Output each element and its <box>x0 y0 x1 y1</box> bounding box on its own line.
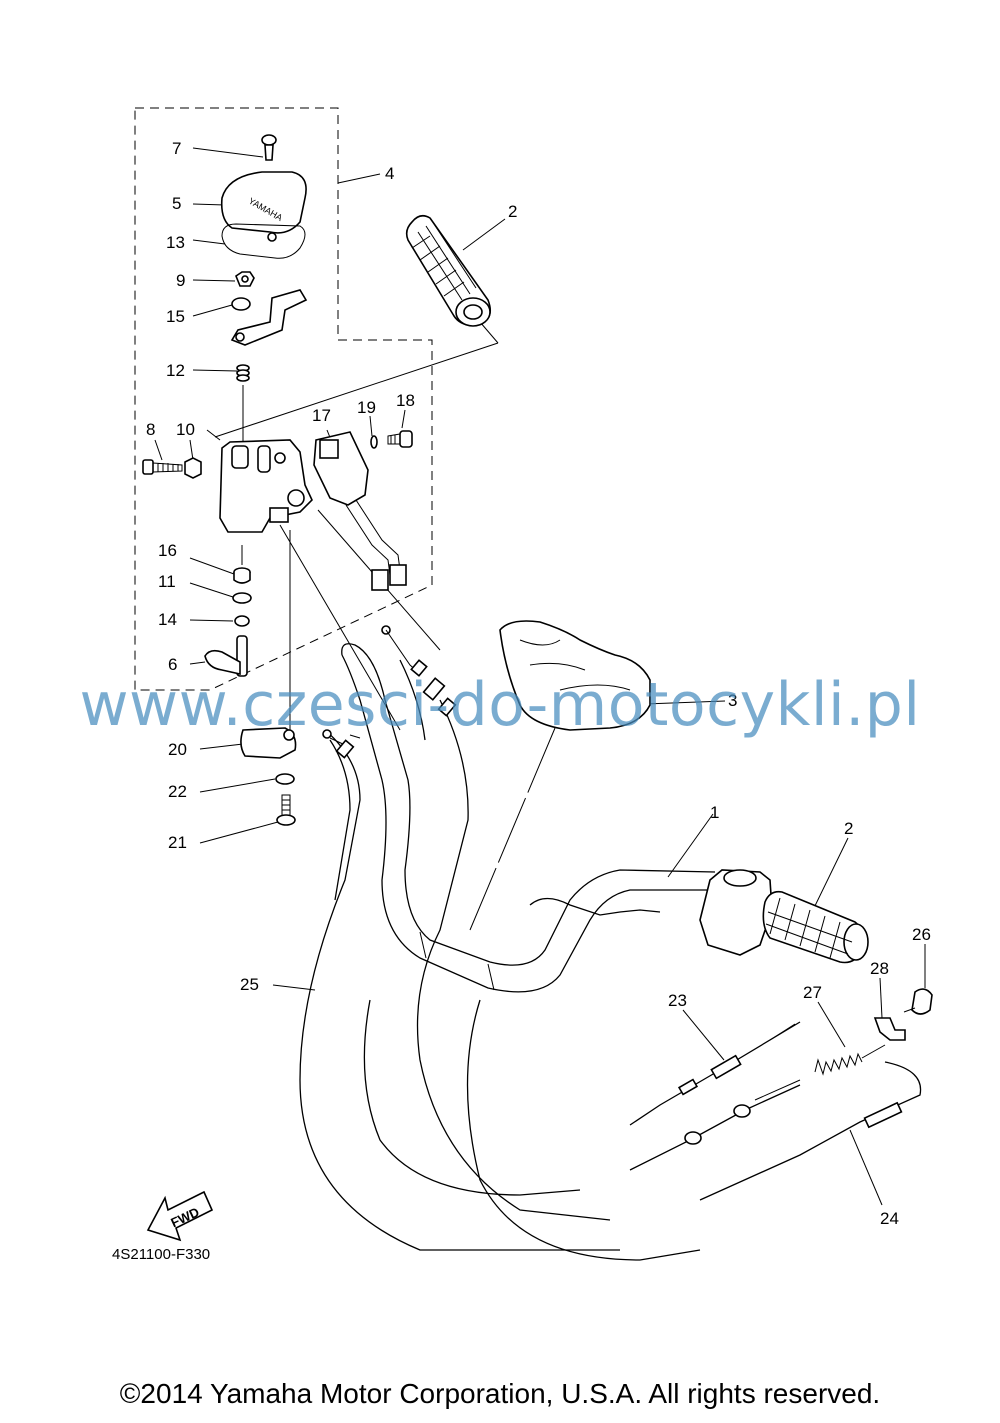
callout-24: 24 <box>880 1209 899 1228</box>
callout-5: 5 <box>172 194 181 213</box>
part-8-bolt <box>142 459 183 475</box>
part-15-washer <box>231 297 251 311</box>
part-16-collar <box>233 567 251 584</box>
callout-19: 19 <box>357 398 376 417</box>
callout-8: 8 <box>146 420 155 439</box>
callout-7: 7 <box>172 139 181 158</box>
callout-15: 15 <box>166 307 185 326</box>
callout-18: 18 <box>396 391 415 410</box>
part-21-bolt <box>276 794 296 826</box>
callout-11: 11 <box>158 572 176 591</box>
part-24-cable <box>699 1061 922 1201</box>
callout-16: 16 <box>158 541 177 560</box>
part-12-spring <box>236 364 250 382</box>
part-7-screw <box>261 134 277 161</box>
callout-12: 12 <box>166 361 185 380</box>
part-3-handlebar-cover <box>499 620 651 731</box>
diagram-code: 4S21100-F330 <box>112 1246 211 1263</box>
part-11-washer <box>232 592 252 604</box>
part-9-nut <box>235 271 255 287</box>
callout-10: 10 <box>176 420 195 439</box>
part-27-spring <box>814 1044 886 1076</box>
watermark-url: www.czesci-do-motocykli.pl <box>79 670 921 740</box>
callout-27: 27 <box>803 983 822 1002</box>
callout-22: 22 <box>168 782 187 801</box>
part-18-screw <box>387 430 413 448</box>
throttle-assembly-mounted <box>699 869 773 956</box>
copyright-notice: ©2014 Yamaha Motor Corporation, U.S.A. A… <box>119 1378 881 1409</box>
part-14-oring <box>234 615 250 627</box>
part-20-clamp <box>240 727 297 759</box>
callout-26: 26 <box>912 925 931 944</box>
part-13-gasket <box>221 223 306 259</box>
part-1-handlebar <box>341 643 716 993</box>
callout-4: 4 <box>385 164 394 183</box>
callout-28: 28 <box>870 959 889 978</box>
cable-to-throttle <box>529 897 661 916</box>
part-23-cable <box>629 1021 801 1126</box>
part-2-grip-top <box>405 214 491 327</box>
part-10-throttle-housing <box>219 439 313 533</box>
part-25-cables <box>299 625 701 1261</box>
part-26-adjuster <box>903 988 933 1015</box>
callout-21: 21 <box>168 833 187 852</box>
callout-20: 20 <box>168 740 187 759</box>
part-6-throttle-lever <box>204 635 248 677</box>
callout-25: 25 <box>240 975 259 994</box>
part-22-washer <box>275 773 295 785</box>
throttle-cable-middle <box>629 1079 801 1171</box>
callout-13: 13 <box>166 233 185 252</box>
callout-2-bottom: 2 <box>844 819 853 838</box>
part-17-switch <box>313 431 407 591</box>
part-5-cover: YAMAHA <box>220 171 307 242</box>
callout-9: 9 <box>176 271 185 290</box>
callout-14: 14 <box>158 610 177 629</box>
callout-labels: 7 4 5 13 9 15 12 2 17 19 18 8 10 16 11 1… <box>146 139 931 1228</box>
bracket-hole <box>235 332 245 342</box>
callout-1: 1 <box>710 803 719 822</box>
callout-23: 23 <box>668 991 687 1010</box>
part-10-nut <box>184 457 202 479</box>
assembly-dashed-outline <box>134 107 433 691</box>
callout-17: 17 <box>312 406 331 425</box>
callout-2-top: 2 <box>508 202 517 221</box>
callout-3: 3 <box>728 691 737 710</box>
part-19-washer <box>370 435 378 449</box>
callout-6: 6 <box>168 655 177 674</box>
lever-bracket <box>230 289 308 346</box>
fwd-arrow-icon: FWD <box>146 1190 214 1242</box>
part-28-fitting <box>873 1017 906 1041</box>
part-2-grip-bottom <box>762 890 869 964</box>
